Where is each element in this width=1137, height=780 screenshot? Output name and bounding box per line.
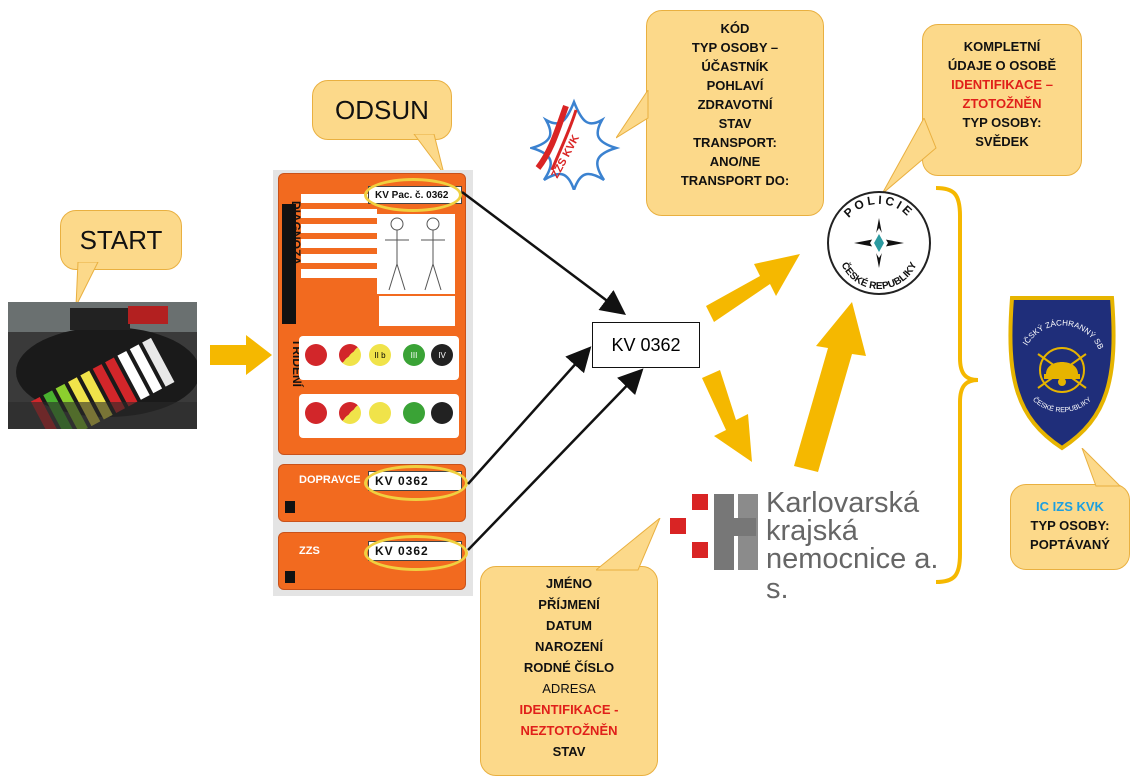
- zzs-info-line-6: STAV: [718, 116, 752, 131]
- hospital-info-line-1: JMÉNO: [545, 576, 593, 591]
- hospital-info-line-7: IDENTIFIKACE -: [519, 702, 619, 717]
- hospital-info-line-8: NEZTOTOŽNĚN: [520, 723, 618, 738]
- hospital-cross-icon: [670, 494, 758, 570]
- arrow-node-to-hospital: [702, 370, 752, 462]
- triage-bag-illustration: [8, 302, 197, 429]
- zzs-info-line-4: POHLAVÍ: [706, 78, 764, 93]
- triage-circle-red-2: [305, 402, 327, 424]
- triage-mark-iv: IV: [438, 350, 446, 360]
- policie-info-callout: KOMPLETNÍ ÚDAJE O OSOBĚ IDENTIFIKACE – Z…: [922, 24, 1082, 176]
- arrow-zzs-to-node: [467, 368, 644, 551]
- hospital-info-line-5: RODNÉ ČÍSLO: [523, 660, 615, 675]
- policie-info-line-1: KOMPLETNÍ: [963, 39, 1041, 54]
- policie-info-line-6: SVĚDEK: [975, 134, 1029, 149]
- hospital-info-line-2: PŘÍJMENÍ: [538, 597, 600, 612]
- odsun-callout: ODSUN: [312, 80, 452, 140]
- triage-card-main: DIAGNÓZA TŘÍDĚNÍ: [278, 173, 466, 455]
- triage-circle-green-2: [403, 402, 425, 424]
- hospital-info-line-3: DATUM: [546, 618, 592, 633]
- zzs-info-line-5: ZDRAVOTNÍ: [697, 97, 773, 112]
- policie-info-line-3: IDENTIFIKACE –: [951, 77, 1053, 92]
- right-bracket: [935, 186, 979, 584]
- triage-circle-yellow-2: [369, 402, 391, 424]
- zzs-info-line-1: KÓD: [720, 21, 750, 36]
- triage-mark-iib: II b: [374, 350, 386, 360]
- hospital-info-line-9: STAV: [552, 744, 586, 759]
- zzs-info-line-9: TRANSPORT DO:: [680, 173, 790, 188]
- triage-circle-yellow: II b: [369, 344, 391, 366]
- hospital-logo: Karlovarská krajská nemocnice a. s.: [664, 487, 954, 604]
- legend-box: [379, 296, 455, 326]
- arrow-dopravce-to-node: [467, 346, 592, 485]
- hzs-info-callout-tail: [1081, 448, 1122, 487]
- triage-circle-black-2: [431, 402, 453, 424]
- arrow-hospital-to-police: [794, 302, 866, 472]
- zzs-info-line-2: TYP OSOBY –: [691, 40, 779, 55]
- highlight-ellipse-zzs: [364, 535, 468, 571]
- hzs-logo: HASIČSKÝ ZÁCHRANNÝ SBOR ČESKÉ REPUBLIKY: [1000, 288, 1116, 451]
- zzs-kvk-logo: ZZS KVK: [530, 98, 621, 190]
- policie-info-line-2: ÚDAJE O OSOBĚ: [947, 58, 1057, 73]
- policie-logo: POLICIE ČESKÉ REPUBLIKY: [827, 191, 931, 295]
- triage-mark-iii: III: [410, 350, 418, 360]
- highlight-ellipse-dopravce: [364, 465, 468, 501]
- policie-info-line-5: TYP OSOBY:: [962, 115, 1042, 130]
- hzs-info-line-3: POPTÁVANÝ: [1030, 537, 1110, 552]
- hospital-name-line-1: Karlovarská: [766, 487, 920, 519]
- zzs-info-line-3: ÚČASTNÍK: [701, 59, 769, 74]
- hospital-info-line-6: ADRESA: [542, 681, 596, 696]
- hzs-info-callout: IC IZS KVK TYP OSOBY: POPTÁVANÝ: [1010, 484, 1130, 570]
- triage-row-2: [299, 394, 459, 438]
- zzs-info-callout-tail: [616, 90, 649, 139]
- triage-circle-black: IV: [431, 344, 453, 366]
- triage-circle-green: III: [403, 344, 425, 366]
- zzs-info-callout: KÓD TYP OSOBY – ÚČASTNÍK POHLAVÍ ZDRAVOT…: [646, 10, 824, 216]
- triage-bag-photo: [8, 302, 197, 429]
- zzs-info-line-8: ANO/NE: [709, 154, 761, 169]
- triage-circle-red: [305, 344, 327, 366]
- hospital-info-callout-tail: [596, 518, 661, 571]
- dopravce-label: DOPRAVCE: [299, 474, 361, 486]
- triage-circle-yellow-red: [339, 344, 361, 366]
- dopravce-black-square: [285, 501, 295, 513]
- body-diagram: [377, 214, 455, 294]
- center-node-kv: KV 0362: [592, 322, 700, 368]
- triage-row-1: II b III IV: [299, 336, 459, 380]
- odsun-label: ODSUN: [335, 94, 429, 125]
- diagnoza-side-label: [282, 204, 296, 324]
- start-callout-tail: [75, 262, 99, 307]
- highlight-ellipse-main: [364, 178, 462, 212]
- start-label: START: [79, 224, 163, 255]
- zzs-tab-label: ZZS: [299, 545, 320, 557]
- arrow-photo-to-card: [210, 335, 272, 375]
- hospital-name-line-2: krajská: [766, 515, 858, 547]
- zzs-info-line-7: TRANSPORT:: [693, 135, 777, 150]
- arrow-main-to-node: [461, 191, 626, 315]
- hospital-name-line-3: nemocnice a. s.: [766, 543, 939, 605]
- triage-circle-yellow-red-2: [339, 402, 361, 424]
- policie-info-line-4: ZTOTOŽNĚN: [962, 96, 1042, 111]
- start-callout: START: [60, 210, 182, 270]
- hospital-info-callout: JMÉNO PŘÍJMENÍ DATUM NAROZENÍ RODNÉ ČÍSL…: [480, 566, 658, 776]
- hzs-info-line-2: TYP OSOBY:: [1030, 518, 1110, 533]
- form-fields: [301, 194, 377, 294]
- arrow-node-to-police: [706, 254, 800, 322]
- hospital-info-line-4: NAROZENÍ: [535, 639, 603, 654]
- policie-info-callout-tail: [881, 118, 937, 195]
- hzs-info-line-1: IC IZS KVK: [1036, 499, 1104, 514]
- odsun-callout-tail: [413, 134, 445, 175]
- zzs-black-square: [285, 571, 295, 583]
